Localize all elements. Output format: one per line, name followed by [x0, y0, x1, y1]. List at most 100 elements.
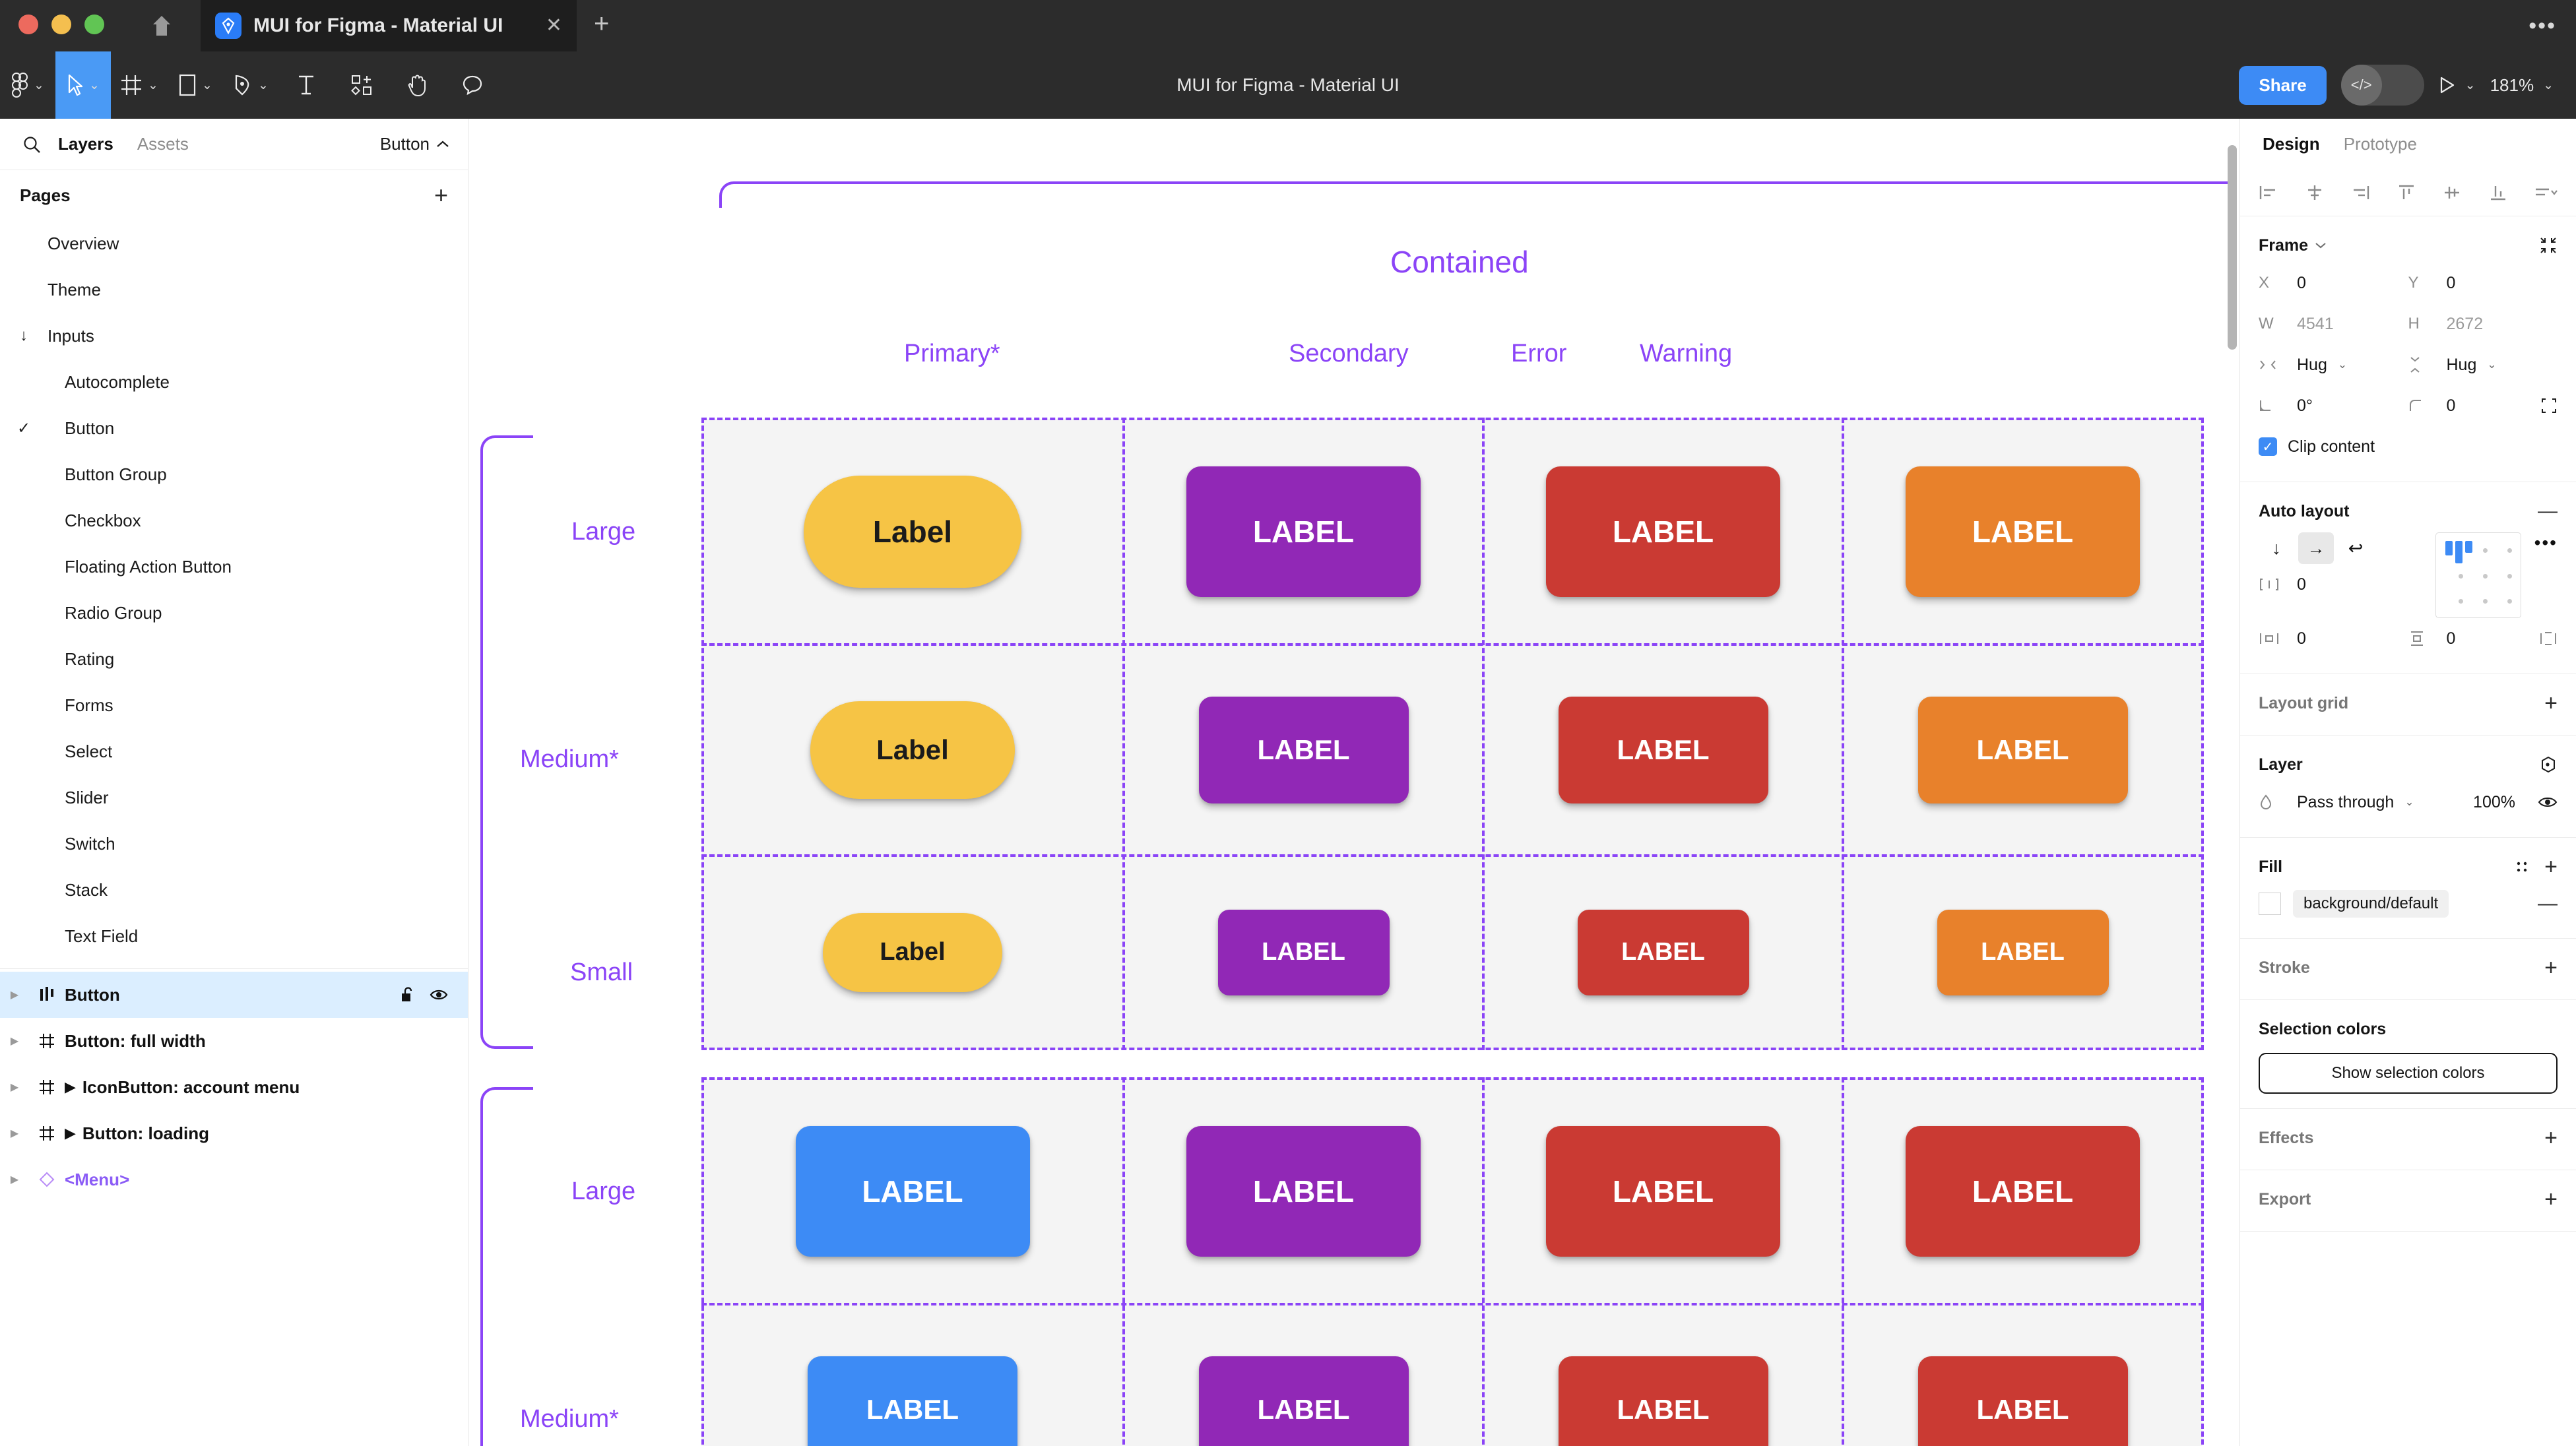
individual-padding-icon[interactable]: [2539, 630, 2558, 647]
horizontal-resizing-select[interactable]: Hug ⌄: [2259, 344, 2408, 385]
rotation-field[interactable]: 0°: [2259, 385, 2408, 426]
button-warning-small[interactable]: LABEL: [1937, 909, 2109, 995]
expand-caret-icon[interactable]: ▶: [10, 1036, 19, 1047]
expand-caret-icon[interactable]: ▶: [10, 990, 19, 1001]
move-tool-button[interactable]: ⌄: [55, 51, 111, 119]
page-section-inputs[interactable]: ↓ Inputs: [0, 313, 468, 359]
frame-label-contained[interactable]: Contained: [1390, 245, 1529, 279]
button-warning-large[interactable]: LABEL: [1906, 466, 2140, 597]
button-error-small[interactable]: LABEL: [1577, 909, 1749, 995]
tab-prototype[interactable]: Prototype: [2343, 133, 2417, 154]
button-secondary-large[interactable]: LABEL: [1186, 466, 1421, 597]
vertical-resizing-select[interactable]: Hug ⌄: [2408, 344, 2558, 385]
add-export-button[interactable]: +: [2544, 1187, 2558, 1212]
zoom-control[interactable]: 181% ⌄: [2490, 75, 2554, 96]
button-secondary-small[interactable]: LABEL: [1217, 909, 1390, 995]
page-item-overview[interactable]: Overview: [0, 220, 468, 267]
button-error-large-2[interactable]: LABEL: [1546, 1126, 1780, 1257]
pen-tool-button[interactable]: ⌄: [223, 51, 278, 119]
frame-width-field[interactable]: W 4541: [2259, 303, 2408, 344]
page-item-slider[interactable]: Slider: [0, 774, 468, 821]
button-error-medium[interactable]: LABEL: [1558, 697, 1768, 803]
page-item-text-field[interactable]: Text Field: [0, 913, 468, 959]
auto-layout-gap-field[interactable]: 0: [2259, 564, 2340, 605]
layer-row-menu-instance[interactable]: ▶ <Menu>: [0, 1156, 468, 1203]
browser-tab-mui-for-figma[interactable]: MUI for Figma - Material UI ✕: [201, 0, 577, 51]
page-item-button-group[interactable]: Button Group: [0, 451, 468, 497]
remove-auto-layout-button[interactable]: —: [2538, 500, 2558, 522]
blend-mode-row[interactable]: Pass through ⌄ 100%: [2259, 782, 2558, 823]
layer-row-button[interactable]: ▶ Button: [0, 972, 468, 1018]
component-selector[interactable]: Button: [380, 134, 449, 154]
fill-color-swatch[interactable]: [2259, 893, 2281, 915]
distribute-menu-icon[interactable]: [2534, 183, 2558, 202]
expand-caret-icon[interactable]: ▶: [10, 1128, 19, 1139]
text-tool-button[interactable]: [278, 51, 334, 119]
page-item-rating[interactable]: Rating: [0, 636, 468, 682]
horizontal-padding-field[interactable]: 0: [2259, 618, 2408, 659]
button-secondary-medium[interactable]: LABEL: [1198, 697, 1409, 803]
add-page-button[interactable]: +: [434, 181, 448, 208]
independent-corners-icon[interactable]: [2540, 397, 2558, 414]
align-bottom-icon[interactable]: [2488, 183, 2508, 202]
align-vertical-center-icon[interactable]: [2442, 183, 2462, 202]
align-right-icon[interactable]: [2350, 183, 2370, 202]
button-primary-large[interactable]: Label: [804, 476, 1021, 588]
resize-to-fit-icon[interactable]: [2539, 236, 2558, 255]
page-item-checkbox[interactable]: Checkbox: [0, 497, 468, 544]
add-stroke-button[interactable]: +: [2544, 955, 2558, 980]
page-item-switch[interactable]: Switch: [0, 821, 468, 867]
button-error-medium-2[interactable]: LABEL: [1558, 1356, 1768, 1446]
tab-assets[interactable]: Assets: [137, 134, 189, 154]
frame-height-field[interactable]: H 2672: [2408, 303, 2558, 344]
chevron-down-icon[interactable]: [2315, 241, 2327, 249]
align-horizontal-center-icon[interactable]: [2305, 183, 2325, 202]
new-tab-button[interactable]: +: [594, 9, 610, 38]
figma-menu-button[interactable]: ⌄: [0, 51, 55, 119]
present-button[interactable]: ⌄: [2439, 76, 2476, 94]
button-primary-medium-2[interactable]: LABEL: [808, 1356, 1017, 1446]
auto-layout-more-options-icon[interactable]: •••: [2534, 532, 2558, 553]
button-warning-large-2[interactable]: LABEL: [1906, 1126, 2140, 1257]
visibility-eye-icon[interactable]: [430, 988, 448, 1001]
align-top-icon[interactable]: [2397, 183, 2416, 202]
button-primary-large-2[interactable]: LABEL: [795, 1126, 1030, 1257]
add-fill-button[interactable]: +: [2544, 854, 2558, 879]
remove-fill-button[interactable]: —: [2538, 893, 2558, 914]
button-primary-small[interactable]: Label: [823, 912, 1002, 992]
hand-tool-button[interactable]: [389, 51, 445, 119]
button-primary-medium[interactable]: Label: [810, 701, 1015, 799]
button-warning-medium-2[interactable]: LABEL: [1917, 1356, 2128, 1446]
direction-vertical-button[interactable]: ↓: [2272, 538, 2281, 558]
show-selection-colors-button[interactable]: Show selection colors: [2259, 1053, 2558, 1094]
unlock-icon[interactable]: [401, 986, 415, 1003]
page-item-forms[interactable]: Forms: [0, 682, 468, 728]
page-item-theme[interactable]: Theme: [0, 267, 468, 313]
corner-radius-field[interactable]: 0: [2408, 385, 2558, 426]
home-tab[interactable]: [123, 0, 201, 51]
shape-tool-button[interactable]: ⌄: [168, 51, 223, 119]
page-item-autocomplete[interactable]: Autocomplete: [0, 359, 468, 405]
add-layout-grid-button[interactable]: +: [2544, 691, 2558, 716]
tab-design[interactable]: Design: [2263, 133, 2320, 154]
add-effect-button[interactable]: +: [2544, 1125, 2558, 1150]
button-error-large[interactable]: LABEL: [1546, 466, 1780, 597]
minimize-window-button[interactable]: [51, 15, 71, 34]
design-canvas[interactable]: Contained Primary* Secondary Error Warni…: [468, 119, 2239, 1446]
clip-content-row[interactable]: ✓ Clip content: [2259, 426, 2558, 467]
page-item-select[interactable]: Select: [0, 728, 468, 774]
comment-tool-button[interactable]: [445, 51, 500, 119]
button-secondary-large-2[interactable]: LABEL: [1186, 1126, 1421, 1257]
frame-x-field[interactable]: X 0: [2259, 263, 2408, 303]
resources-tool-button[interactable]: [334, 51, 389, 119]
page-item-radio-group[interactable]: Radio Group: [0, 590, 468, 636]
auto-layout-alignment-pad[interactable]: [2435, 532, 2521, 618]
fill-style-token[interactable]: background/default: [2293, 890, 2449, 918]
page-item-stack[interactable]: Stack: [0, 867, 468, 913]
layer-row-iconbutton-account-menu[interactable]: ▶ ▶ IconButton: account menu: [0, 1064, 468, 1110]
button-secondary-medium-2[interactable]: LABEL: [1198, 1356, 1409, 1446]
dev-mode-toggle[interactable]: </>: [2340, 65, 2424, 106]
frame-tool-button[interactable]: ⌄: [111, 51, 168, 119]
layer-row-button-loading[interactable]: ▶ ▶ Button: loading: [0, 1110, 468, 1156]
expand-caret-icon[interactable]: ▶: [10, 1082, 19, 1093]
